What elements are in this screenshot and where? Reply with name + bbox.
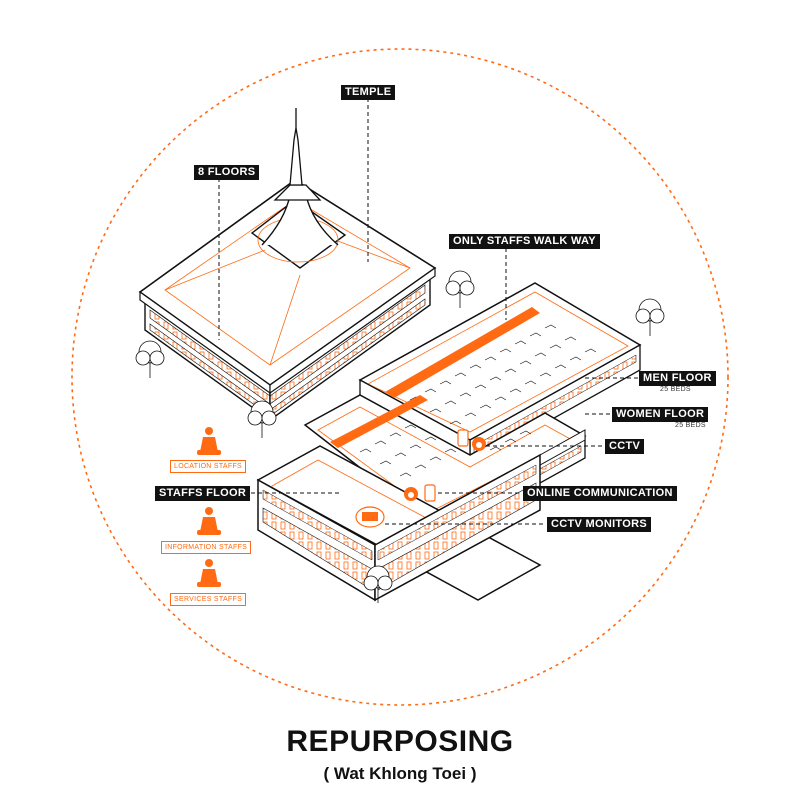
label-online-communication: ONLINE COMMUNICATION: [523, 486, 677, 501]
page-subtitle: ( Wat Khlong Toei ): [323, 764, 477, 783]
boundary-circle: [71, 48, 729, 706]
monitor-icon: [355, 506, 385, 528]
label-temple: TEMPLE: [341, 85, 396, 100]
staff-walkway-upper: [385, 307, 540, 398]
page-title: REPURPOSING: [286, 725, 514, 758]
label-information-staffs: INFORMATION STAFFS: [161, 541, 252, 554]
temple-building: [138, 108, 437, 422]
phone-icon: [457, 429, 469, 447]
label-women-floor: WOMEN FLOOR: [612, 407, 709, 422]
cctv-camera-icon: [404, 487, 418, 501]
label-women-beds: 25 BEDS: [675, 422, 706, 429]
label-staffs-floor: STAFFS FLOOR: [155, 486, 251, 501]
label-men-floor: MEN FLOOR: [639, 371, 716, 386]
main-building: [256, 282, 642, 602]
monk-icon: [197, 427, 221, 587]
label-cctv-monitors: CCTV MONITORS: [547, 517, 651, 532]
label-men-beds: 25 BEDS: [660, 386, 691, 393]
leader-lines: [218, 98, 638, 525]
cctv-camera-icon: [472, 437, 486, 451]
phone-icon: [424, 484, 436, 502]
label-services-staffs: SERVICES STAFFS: [170, 593, 247, 606]
label-8-floors: 8 FLOORS: [194, 165, 260, 180]
label-walkway: ONLY STAFFS WALK WAY: [449, 234, 600, 249]
label-location-staffs: LOCATION STAFFS: [170, 460, 247, 473]
label-cctv: CCTV: [605, 439, 645, 454]
tree-icon: [135, 270, 665, 603]
staff-walkway-lower: [330, 395, 428, 448]
